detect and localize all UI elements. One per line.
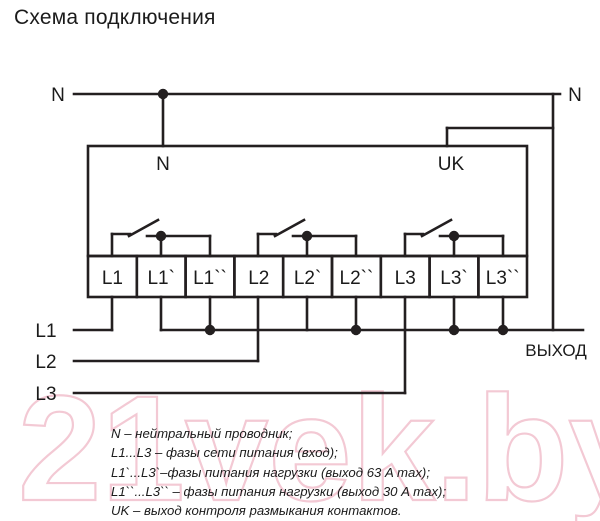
- legend-line-neutral: N – нейтральный проводник;: [111, 426, 293, 441]
- neutral-right-label: N: [568, 85, 582, 106]
- watermark-text: 21vek.by: [18, 364, 600, 521]
- input-label-l2: L2: [35, 352, 56, 373]
- terminal-label-l2-doubleprime: L2``: [340, 268, 374, 289]
- neutral-left-label: N: [51, 85, 65, 106]
- device-uk-label: UK: [438, 154, 465, 175]
- junction-dot-switch3: [448, 230, 460, 242]
- terminal-label-l1-doubleprime: L1``: [193, 268, 227, 289]
- switch3-contact-arm: [420, 218, 453, 238]
- watermark-21vek: 21vek.by: [17, 363, 600, 521]
- device-neutral-label: N: [156, 154, 170, 175]
- terminal-label-l1: L1: [102, 268, 123, 289]
- legend-line-load-63a: L1`...L3`–фазы питания нагрузки (выход 6…: [111, 464, 430, 480]
- junction-dot-output-l3a: [448, 324, 460, 336]
- junction-dot-switch2: [301, 230, 313, 242]
- terminal-label-l2-prime: L2`: [294, 268, 321, 289]
- terminal-label-l1-prime: L1`: [147, 268, 174, 289]
- junction-dot-switch1: [155, 230, 167, 242]
- terminal-label-l3-doubleprime: L3``: [486, 268, 520, 289]
- legend: N – нейтральный проводник; L1...L3 – фаз…: [111, 424, 531, 520]
- diagram-labels: N N N UK L1 L1` L1`` L2 L2` L2`` L3 L3` …: [35, 85, 587, 405]
- legend-line-load-30a: L1``...L3`` – фазы питания нагрузки (вых…: [111, 483, 447, 499]
- switch1-contact-arm: [127, 218, 160, 238]
- terminal-label-l3: L3: [395, 268, 416, 289]
- legend-line-uk: UK – выход контроля размыкания контактов…: [111, 503, 402, 519]
- junction-dot-neutral-bus: [157, 88, 169, 100]
- junction-dot-output-l3b: [497, 324, 509, 336]
- output-label: ВЫХОД: [525, 341, 587, 360]
- input-label-l1: L1: [35, 321, 56, 342]
- switch2-contact-arm: [273, 218, 306, 238]
- terminal-label-l3-prime: L3`: [440, 268, 467, 289]
- input-label-l3: L3: [35, 384, 56, 405]
- legend-line-input-phases: L1...L3 – фазы сети питания (вход);: [111, 445, 338, 461]
- page-title: Схема подключения: [14, 6, 216, 29]
- junction-dot-output-l2b: [350, 324, 362, 336]
- terminal-label-l2: L2: [248, 268, 269, 289]
- junction-dot-output-l1b: [204, 324, 216, 336]
- junction-dots: [155, 88, 509, 336]
